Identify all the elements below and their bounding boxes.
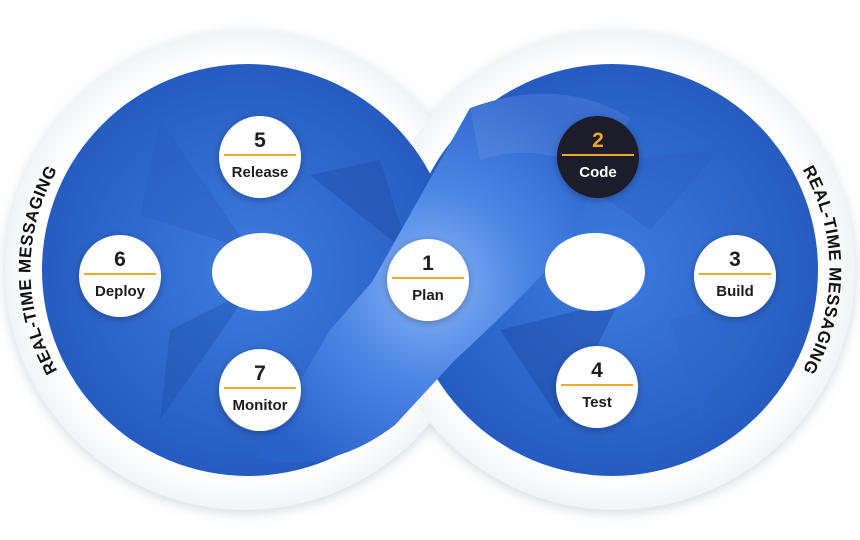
left-hole — [212, 233, 312, 311]
stage-circle — [694, 235, 776, 317]
stage-circle — [387, 239, 469, 321]
stage-circle — [79, 235, 161, 317]
stage-number: 2 — [592, 129, 604, 152]
stage-circle — [556, 346, 638, 428]
stage-number: 3 — [729, 248, 741, 271]
stage-number: 7 — [254, 362, 266, 385]
stage-label: Test — [582, 394, 612, 411]
stage-number: 5 — [254, 129, 266, 152]
stage-circle — [557, 116, 639, 198]
stage-label: Plan — [412, 287, 444, 304]
loop-holes — [212, 233, 645, 311]
stage-label: Code — [579, 164, 617, 181]
stage-circle — [219, 116, 301, 198]
stage-number: 6 — [114, 248, 126, 271]
stage-label: Monitor — [233, 397, 288, 414]
stage-number: 4 — [591, 359, 603, 382]
stage-label: Deploy — [95, 283, 146, 300]
right-hole — [545, 233, 645, 311]
stage-circle — [219, 349, 301, 431]
stage-label: Build — [716, 283, 754, 300]
stage-number: 1 — [422, 252, 434, 275]
stage-label: Release — [232, 164, 289, 181]
